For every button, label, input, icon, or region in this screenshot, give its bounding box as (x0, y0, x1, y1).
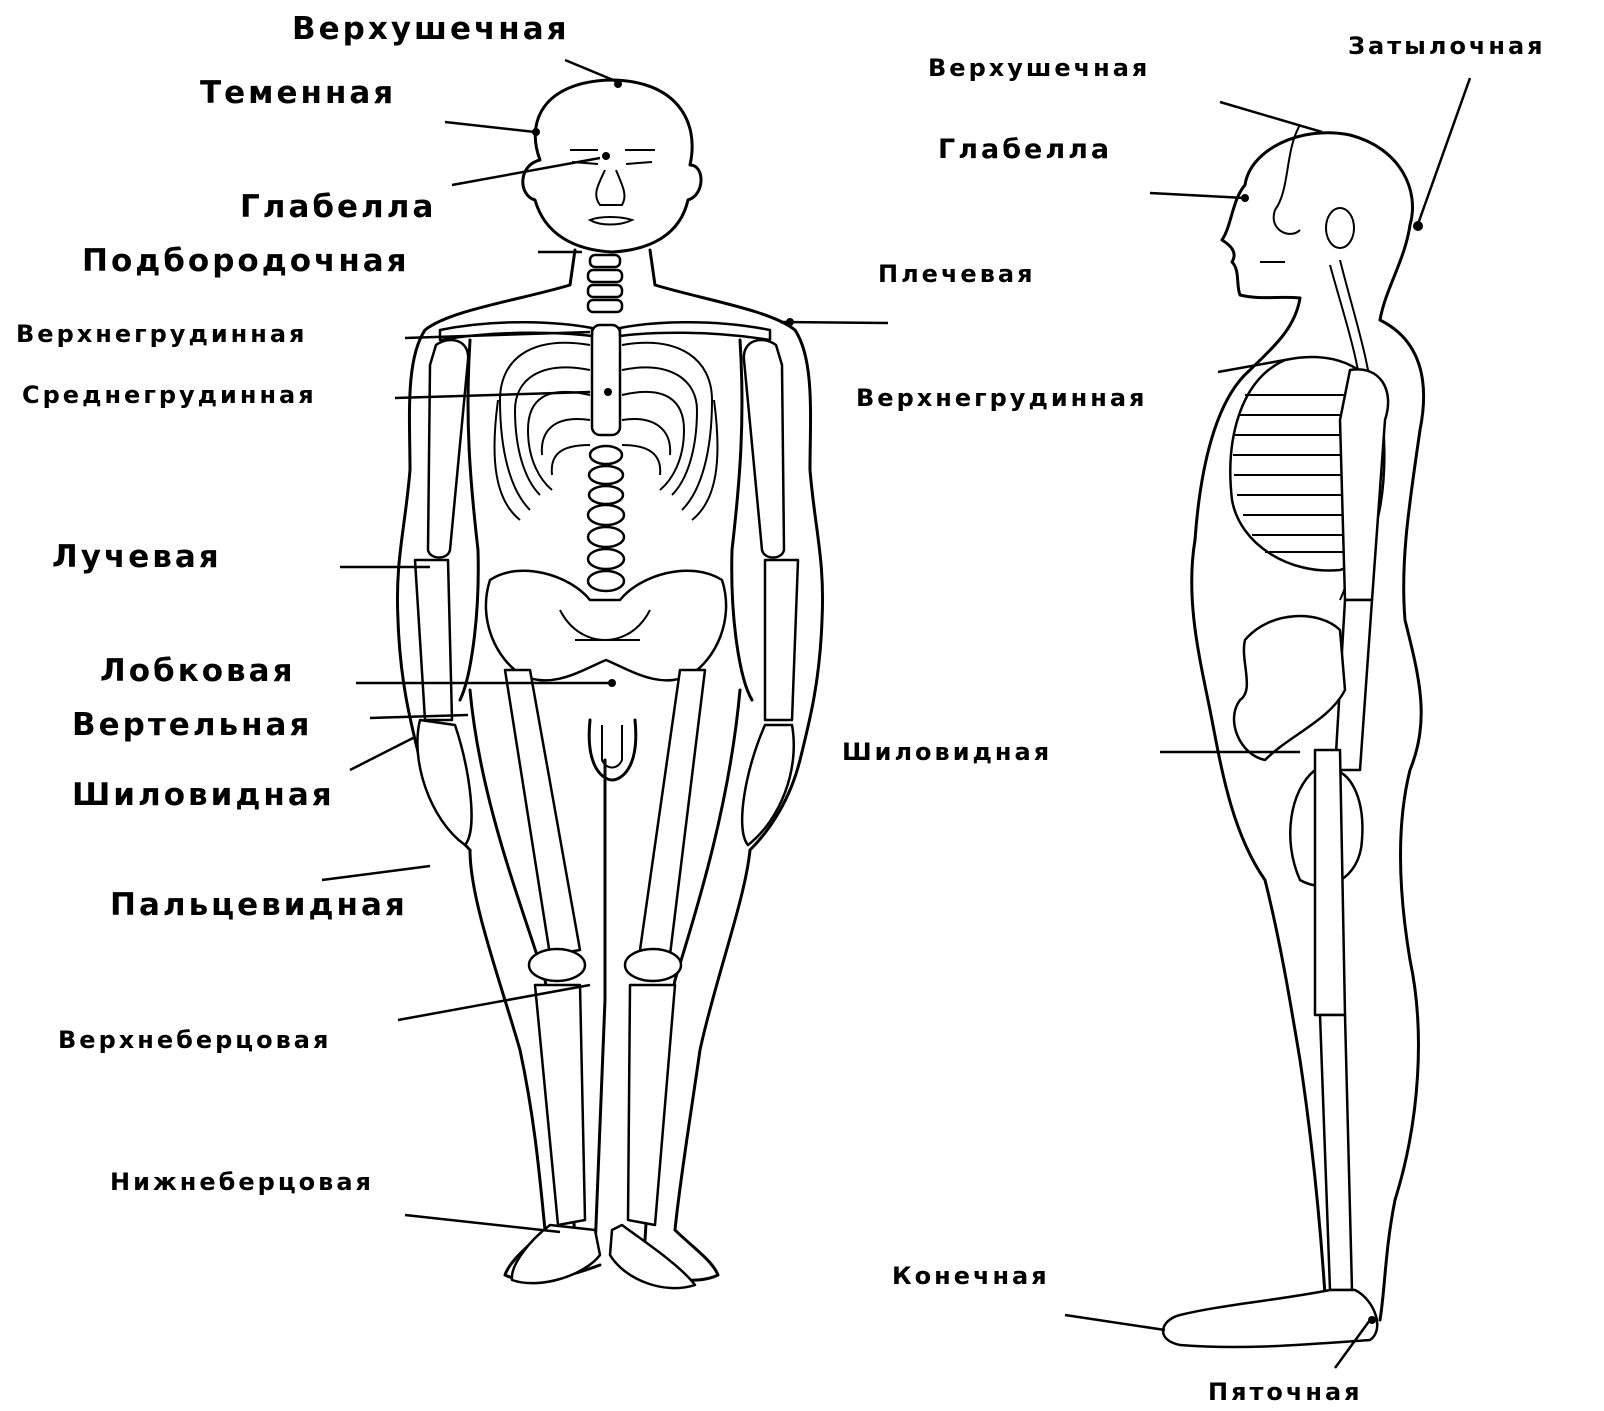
label-front-shilovidnaya: Шиловидная (72, 780, 335, 811)
front-left-foot (512, 1225, 600, 1283)
front-left-hand (417, 720, 471, 845)
label-side-verkhnegrudinnaya: Верхнегрудинная (856, 386, 1147, 410)
front-right-foot (610, 1225, 695, 1288)
label-front-verkhushechnaya: Верхушечная (292, 14, 570, 45)
label-front-paltsevidnaya: Пальцевидная (110, 890, 408, 921)
label-front-temennaya: Теменная (200, 78, 396, 109)
side-pelvis (1234, 616, 1345, 760)
label-front-glabella: Глабелла (240, 192, 436, 223)
label-front-vertelnaya: Вертельная (72, 710, 312, 741)
label-front-nizhnebertsovaya: Нижнеберцовая (110, 1170, 374, 1194)
label-front-lobkovaya: Лобковая (100, 656, 295, 687)
label-front-podborodochnaya: Подбородочная (82, 246, 410, 277)
label-side-shilovidnaya: Шиловидная (842, 740, 1052, 764)
label-side-plechevaya: Плечевая (878, 262, 1036, 286)
label-front-srednegrudinnaya: Среднегрудинная (22, 383, 317, 407)
label-side-verkhushechnaya: Верхушечная (928, 56, 1150, 80)
label-side-glabella: Глабелла (938, 136, 1112, 163)
label-front-luchevaya: Лучевая (52, 542, 222, 573)
side-head-outline (1222, 133, 1413, 320)
side-figure (1163, 125, 1424, 1347)
front-spine (588, 255, 624, 591)
label-side-zatylochnaya: Затылочная (1348, 34, 1546, 58)
label-side-pyatochnaya: Пяточная (1208, 1380, 1363, 1404)
side-foot (1163, 1290, 1377, 1347)
label-front-verkhnebertsovaya: Верхнеберцовая (58, 1028, 331, 1052)
label-side-konechnaya: Конечная (892, 1264, 1050, 1288)
label-front-verkhnegrudinnaya: Верхнегрудинная (16, 322, 307, 346)
